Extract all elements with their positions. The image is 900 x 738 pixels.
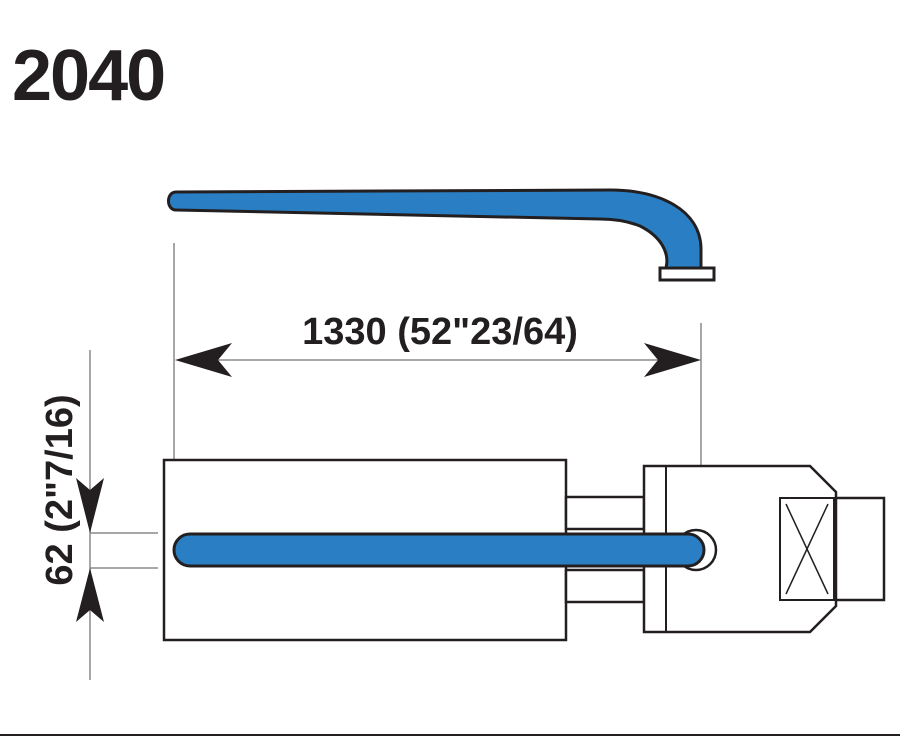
model-number: 2040	[12, 36, 166, 116]
horizontal-dimension-label: 1330 (52"23/64)	[302, 311, 578, 353]
tine-foot-plate	[658, 266, 716, 282]
arrow-down	[76, 478, 104, 533]
tine-top-view	[162, 458, 886, 642]
arrow-left	[175, 343, 232, 377]
connector-lower	[564, 568, 646, 604]
arrow-up	[76, 568, 104, 622]
connector-upper	[564, 495, 646, 531]
vertical-dimension-label: 62 (2"7/16)	[39, 394, 81, 585]
bolt-box	[779, 497, 835, 601]
tine-top-rod	[172, 532, 706, 568]
arrow-right	[644, 343, 701, 377]
arrowheads	[76, 343, 701, 622]
tine-side-profile	[167, 188, 703, 270]
end-plate	[834, 496, 886, 602]
bolt-box-cross-b	[785, 503, 829, 595]
tine-side-view	[167, 188, 716, 282]
